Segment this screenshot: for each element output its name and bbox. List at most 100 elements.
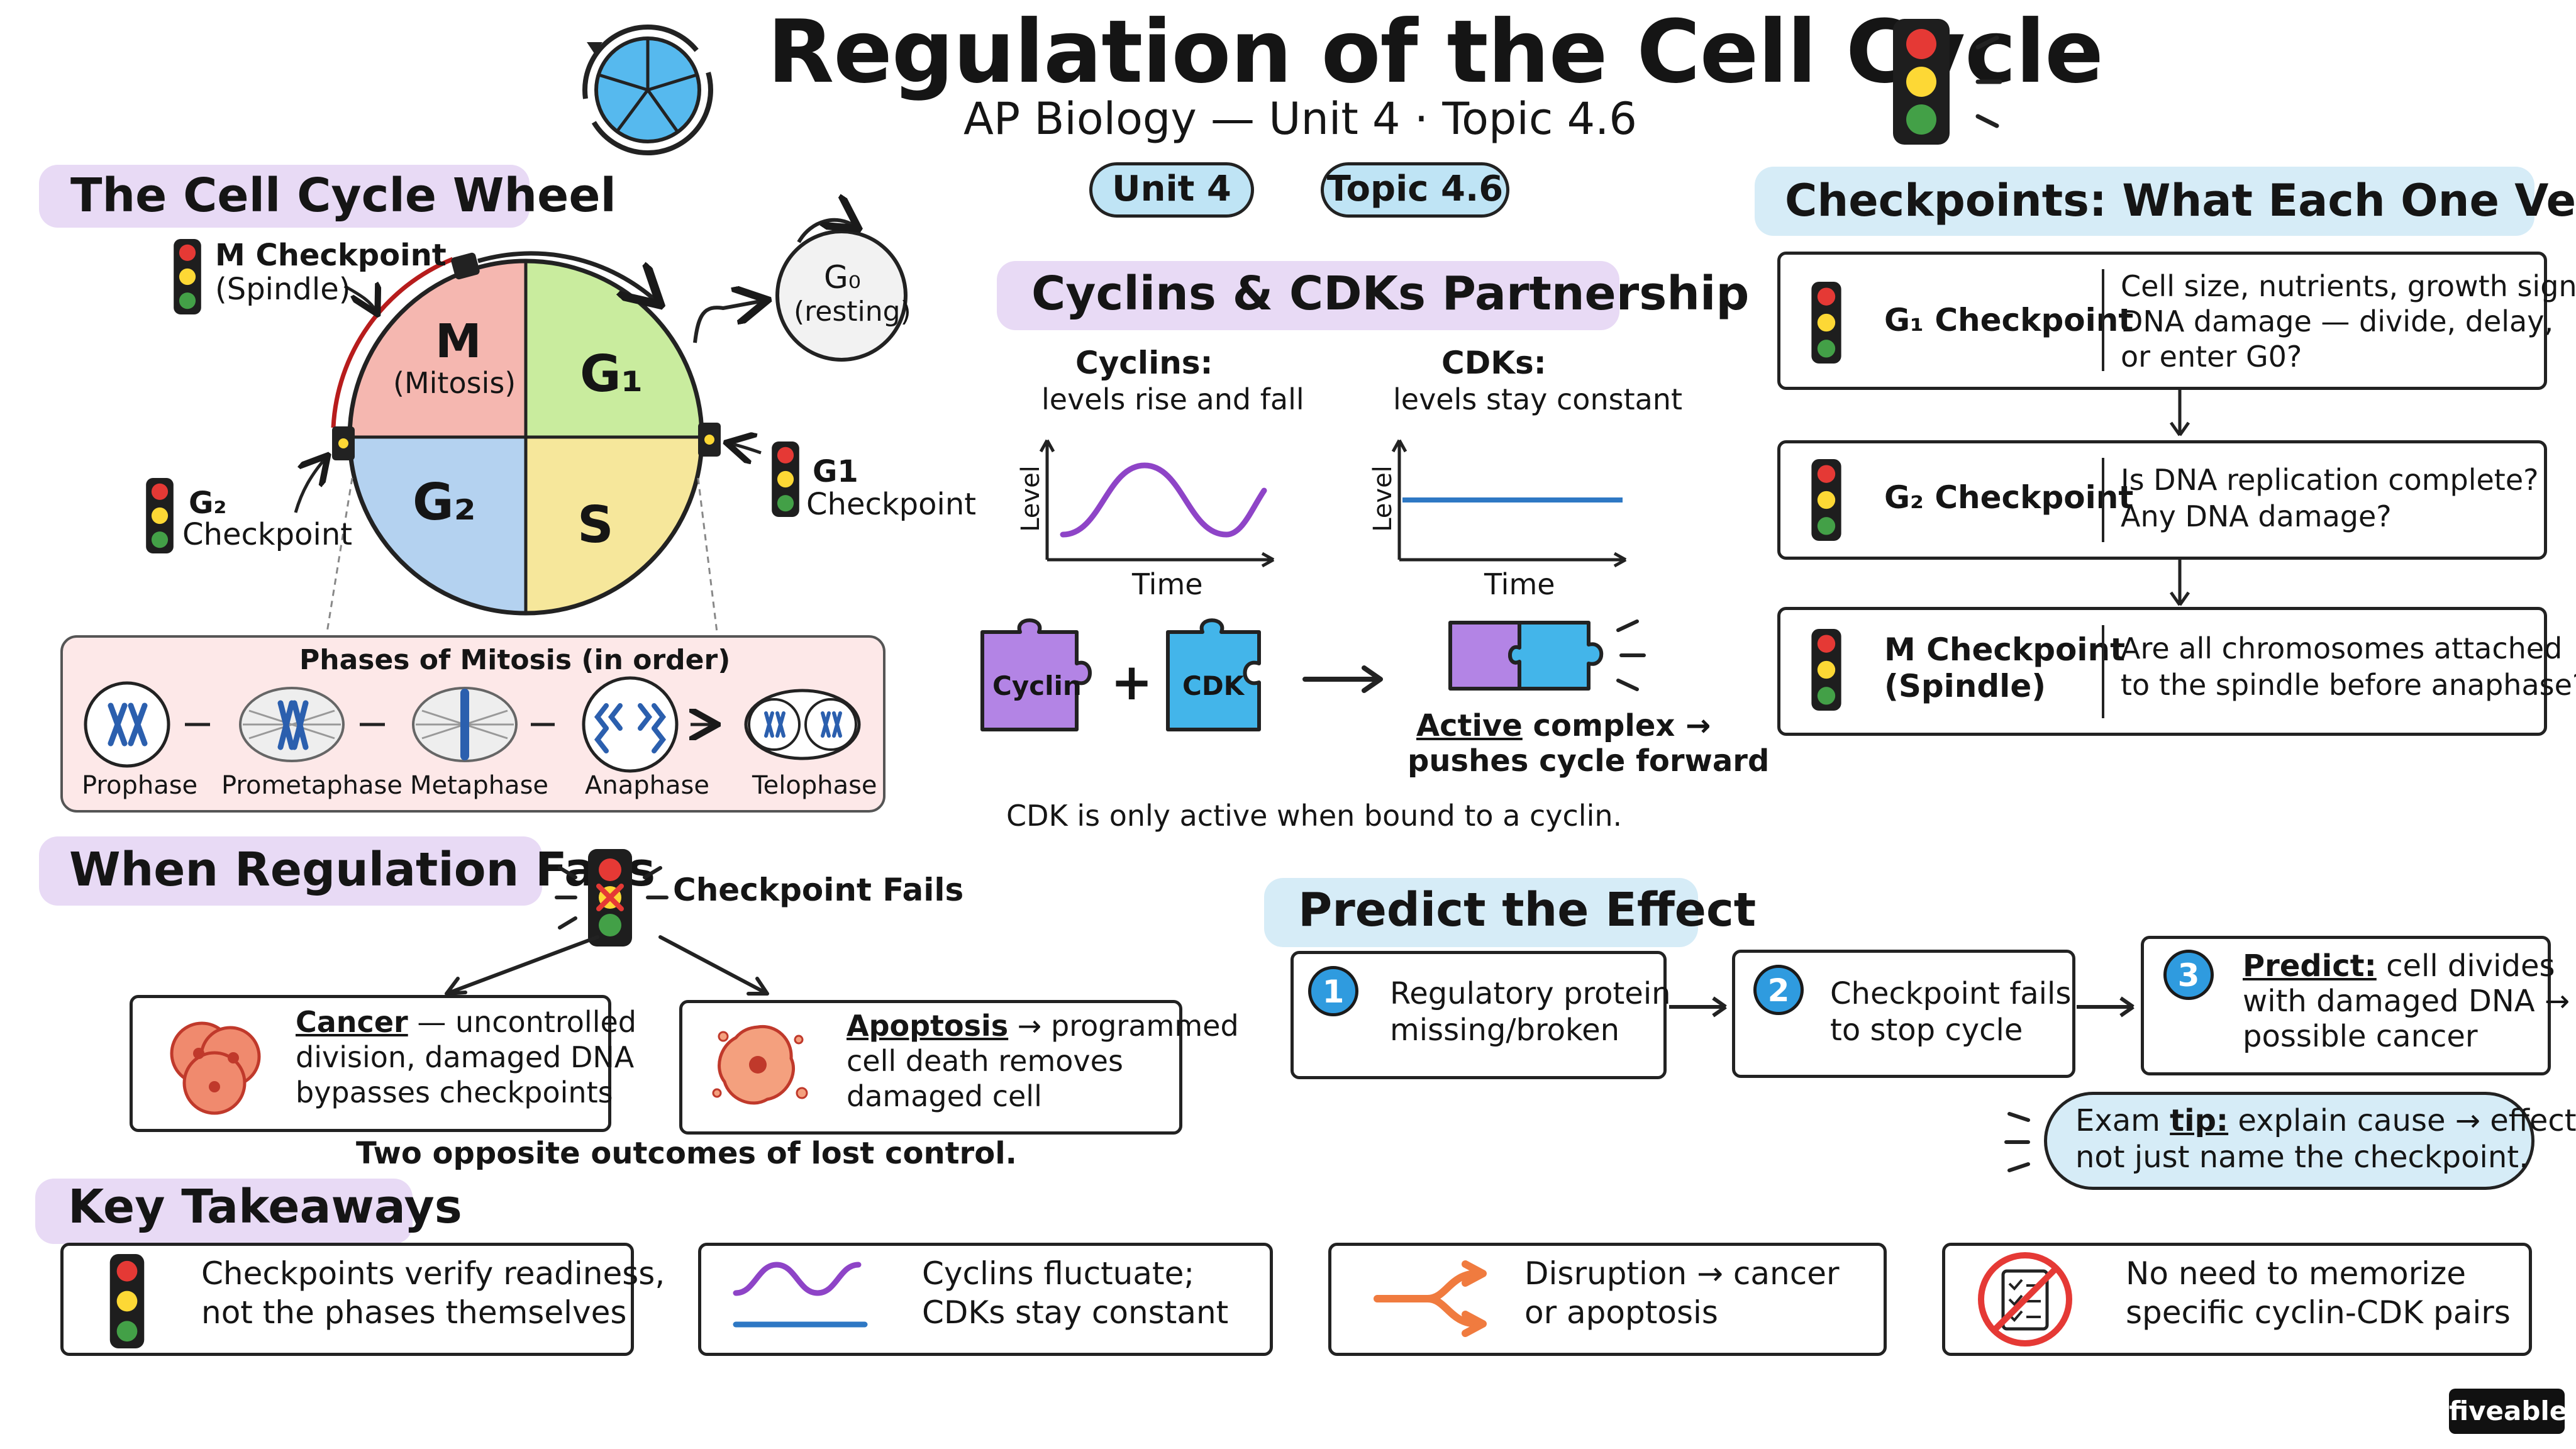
combine-arrow [1302, 665, 1383, 693]
flow-arrow [2169, 390, 2190, 436]
predict-step-1 [1291, 951, 1667, 1079]
g1-checkpoint-sublabel: Checkpoint [806, 487, 977, 522]
cyclins-heading: Cyclins: [1075, 345, 1213, 381]
mitosis-phase-label: Telophase [752, 771, 877, 800]
branching-arrow-icon [1374, 1260, 1487, 1337]
step-text: missing/broken [1390, 1013, 1620, 1048]
cancer-cells-icon [170, 1021, 261, 1115]
step-text: Checkpoint fails [1830, 976, 2072, 1011]
checkpoints-section-title: Checkpoints: What Each One Verifies [1785, 175, 2576, 226]
traffic-light-icon [1893, 19, 2002, 145]
apoptosis-desc-line1: Apoptosis → programmed [847, 1009, 1239, 1043]
cdk-piece-label: CDK [1182, 670, 1245, 701]
takeaway-text: No need to memorize [2126, 1255, 2467, 1292]
active-complex-icon [1448, 619, 1646, 691]
m-checkpoint-label: M Checkpoint [215, 238, 447, 273]
cdk-graph-y-label: Level [1368, 465, 1397, 532]
takeaway-card [698, 1243, 1273, 1356]
fails-caption: Two opposite outcomes of lost control. [356, 1136, 1017, 1171]
cdks-subheading: levels stay constant [1393, 382, 1682, 416]
step-text: possible cancer [2243, 1019, 2478, 1054]
takeaways-section-title: Key Takeaways [68, 1180, 462, 1234]
topic-pill: Topic 4.6 [1321, 162, 1509, 218]
cancer-desc-line2: division, damaged DNA [296, 1040, 635, 1074]
cyclin-graph-y-label: Level [1016, 465, 1045, 532]
g2-checkpoint-label: G₂ [189, 486, 227, 521]
phase-m-segment [350, 261, 526, 437]
checkpoint-desc: Cell size, nutrients, growth signals, [2121, 269, 2576, 303]
g0-sublabel: (resting) [794, 296, 911, 328]
cdk-level-graph [1391, 439, 1627, 568]
cyclin-level-graph [1039, 439, 1275, 568]
checkpoint-card-g1 [1777, 252, 2547, 390]
cycle-pie-icon [582, 25, 713, 155]
g2-traffic-light-icon [1811, 459, 1841, 541]
phase-m-sublabel: (Mitosis) [393, 366, 516, 400]
m-checkpoint-sublabel: (Spindle) [215, 272, 351, 307]
takeaway-text: or apoptosis [1524, 1294, 1718, 1331]
mitosis-phase-icons [84, 676, 861, 773]
checkpoint-fails-label: Checkpoint Fails [673, 872, 964, 908]
step-number-badge: 1 [1308, 966, 1358, 1016]
checkpoint-desc: Any DNA damage? [2121, 499, 2392, 533]
fails-section-title: When Regulation Fails [69, 843, 656, 897]
traffic-light-icon [109, 1254, 145, 1348]
step-text: Predict: cell divides [2243, 948, 2555, 984]
cyclin-piece-label: Cyclin [992, 670, 1082, 701]
cdks-heading: CDKs: [1441, 345, 1546, 381]
step-number-badge: 3 [2163, 950, 2214, 1000]
exam-tip-bubble [2044, 1092, 2534, 1190]
g2-checkpoint-sublabel: Checkpoint [182, 517, 353, 552]
phase-g2-label: G₂ [413, 473, 476, 531]
g1-checkpoint-label: G1 [813, 454, 858, 489]
phase-s-label: S [577, 496, 614, 554]
apoptosis-desc-line2: cell death removes [847, 1044, 1123, 1078]
takeaway-text: CDKs stay constant [922, 1294, 1229, 1331]
takeaway-text: Disruption → cancer [1524, 1255, 1840, 1292]
checkpoint-desc: DNA damage — divide, delay, [2121, 304, 2554, 338]
checkpoint-desc: to the spindle before anaphase? [2121, 668, 2576, 702]
predict-section-title: Predict the Effect [1298, 883, 1757, 937]
mitosis-phase-label: Metaphase [410, 771, 549, 800]
checkpoint-card-g2 [1777, 440, 2547, 560]
cdk-note: CDK is only active when bound to a cycli… [1006, 799, 1623, 833]
unit-pill: Unit 4 [1089, 162, 1254, 218]
tip-emphasis-lines [2004, 1112, 2030, 1172]
cancer-desc-line3: bypasses checkpoints [296, 1075, 613, 1109]
phase-m-label: M [435, 314, 482, 369]
checkpoint-name: G₁ Checkpoint [1884, 302, 2134, 338]
m-checkpoint-light-icon [174, 239, 201, 314]
step-text: to stop cycle [1830, 1013, 2023, 1048]
predict-step-3 [2141, 936, 2551, 1075]
cell-cycle-wheel [294, 0, 908, 633]
apoptosis-cell-icon [712, 1024, 808, 1105]
cdk-graph-x-label: Time [1484, 567, 1555, 601]
flow-arrow [2169, 560, 2190, 606]
mitosis-phase-label: Prophase [82, 771, 198, 800]
mitosis-phase-label: Prometaphase [221, 771, 402, 800]
checkpoint-desc: Is DNA replication complete? [2121, 463, 2539, 497]
failed-traffic-light-icon [555, 849, 669, 947]
flow-arrow [1669, 996, 1727, 1018]
wheel-section-title: The Cell Cycle Wheel [70, 169, 616, 223]
apoptosis-desc-line3: damaged cell [847, 1079, 1042, 1113]
phase-g1-label: G₁ [580, 345, 643, 403]
checkpoint-name: G₂ Checkpoint [1884, 479, 2134, 516]
m-traffic-light-icon [1811, 629, 1841, 711]
phase-g2-segment [350, 437, 526, 613]
checkpoint-desc: Are all chromosomes attached [2121, 631, 2563, 665]
cdk-puzzle-icon [1166, 618, 1261, 731]
takeaway-text: Checkpoints verify readiness, [201, 1255, 665, 1292]
step-text: with damaged DNA → [2243, 984, 2570, 1019]
g0-label: G₀ [824, 259, 861, 296]
no-memorize-icon [1978, 1252, 2072, 1346]
g1-checkpoint-light-icon [772, 441, 799, 517]
phase-g1-segment [526, 261, 702, 437]
step-number-badge: 2 [1753, 965, 1804, 1015]
checkpoint-name-sub: (Spindle) [1884, 668, 2046, 704]
checkpoint-desc: or enter G0? [2121, 340, 2302, 374]
plus-sign: + [1111, 653, 1153, 711]
page-title: Regulation of the Cell Cycle [767, 1, 2104, 103]
exam-tip-line1: Exam tip: explain cause → effect, [2075, 1103, 2576, 1138]
g2-checkpoint-light-icon [146, 478, 174, 553]
